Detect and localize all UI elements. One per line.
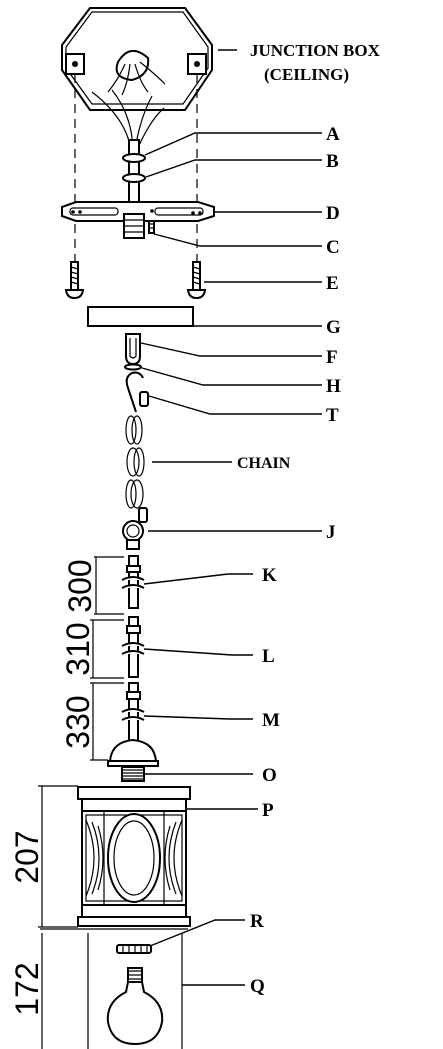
leader-lines: [140, 49, 322, 986]
label-e: E: [326, 273, 339, 294]
dimension-lines: [38, 556, 124, 1049]
loop-j: [122, 520, 144, 542]
label-l: L: [262, 646, 275, 667]
label-g: G: [326, 317, 341, 338]
label-p: P: [262, 800, 274, 821]
label-d: D: [326, 203, 340, 224]
label-f: F: [326, 347, 338, 368]
nut-b: [122, 173, 146, 183]
rod-k: [121, 555, 145, 609]
canopy: [87, 306, 194, 327]
ground-screw: [148, 220, 155, 234]
label-o: O: [262, 765, 277, 786]
label-chain: CHAIN: [237, 455, 291, 472]
socket-ring: [116, 944, 152, 954]
light-bulb: [106, 967, 164, 1046]
rod-m: [107, 682, 159, 767]
label-h: H: [326, 376, 341, 397]
dimension-glass-height: 172: [9, 962, 45, 1015]
label-j: J: [326, 522, 336, 543]
label-r: R: [250, 911, 264, 932]
label-k: K: [262, 565, 277, 586]
rod-l: [121, 616, 145, 678]
lantern-frame: [77, 786, 191, 927]
label-ceiling: (CEILING): [264, 65, 349, 84]
dimension-rod-k: 300: [62, 559, 98, 612]
glass-panel: [40, 928, 188, 1049]
threaded-fitter: [121, 766, 145, 782]
label-a: A: [326, 124, 340, 145]
label-junction-box: JUNCTION BOX: [250, 41, 381, 60]
nut-a: [122, 153, 146, 163]
junction-box: [61, 7, 213, 111]
dimension-lantern-height: 207: [9, 830, 45, 883]
mounting-screw-left: [64, 261, 85, 300]
crossbar: [61, 201, 215, 239]
chain: [122, 371, 149, 550]
dimension-rod-l: 310: [60, 622, 96, 675]
dimension-rod-m: 330: [60, 695, 96, 748]
label-t: T: [326, 405, 339, 426]
mounting-screw-right: [186, 261, 207, 300]
label-q: Q: [250, 976, 265, 997]
rod-cap: [108, 738, 158, 763]
label-b: B: [326, 151, 339, 172]
label-c: C: [326, 237, 340, 258]
label-m: M: [262, 710, 280, 731]
loop-fitting: [125, 333, 141, 366]
washer: [124, 363, 142, 371]
